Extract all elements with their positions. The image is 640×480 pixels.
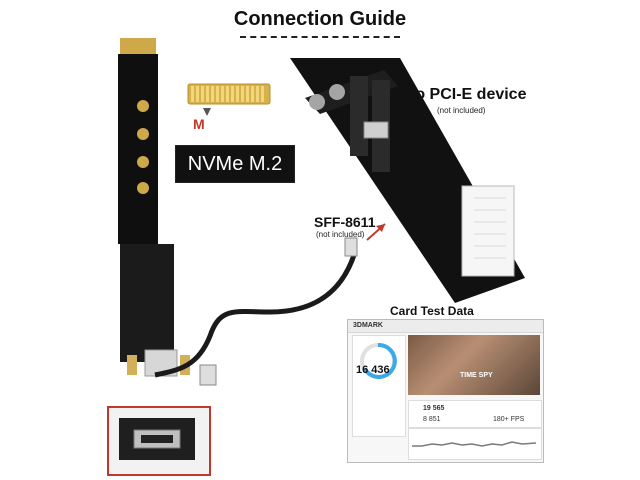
sff-note: (not included) [316,230,365,239]
pcie-adapter-board [290,58,525,303]
left-sub-result: 8 851 [423,416,441,423]
performance-graph-icon [412,441,536,447]
nvme-label: NVMe M.2 [175,145,295,183]
left-result: 19 565 [423,405,445,412]
sff-cable-illustration [154,237,358,386]
banner-image [408,335,540,395]
card-test-label: Card Test Data [390,304,474,318]
pcie-device-label: to PCI-E device [410,86,527,103]
displayport-connector-icon [119,418,195,460]
m-key-label: M [193,116,205,132]
result-card [408,400,542,428]
score-value: 16 436 [356,364,390,376]
pcie-note: (not included) [437,106,486,115]
red-arrow-icon [366,223,386,241]
fps-label: 180+ FPS [493,416,525,423]
m2-adapter-illustration [118,38,190,377]
score-card [352,335,406,437]
page-title: Connection Guide [233,8,407,30]
benchmark-screenshot: 3DMARK 16 436 TIME SPY 19 565 8 851 180+… [347,319,544,463]
score-gauge-icon [360,342,397,379]
time-spy-label: TIME SPY [460,372,493,379]
screen-titlebar [348,320,543,333]
gold-connector-icon [187,83,271,116]
sff-label: SFF-8611 [314,214,376,230]
brand-label: 3DMARK [353,322,383,329]
title-underline [240,36,400,38]
